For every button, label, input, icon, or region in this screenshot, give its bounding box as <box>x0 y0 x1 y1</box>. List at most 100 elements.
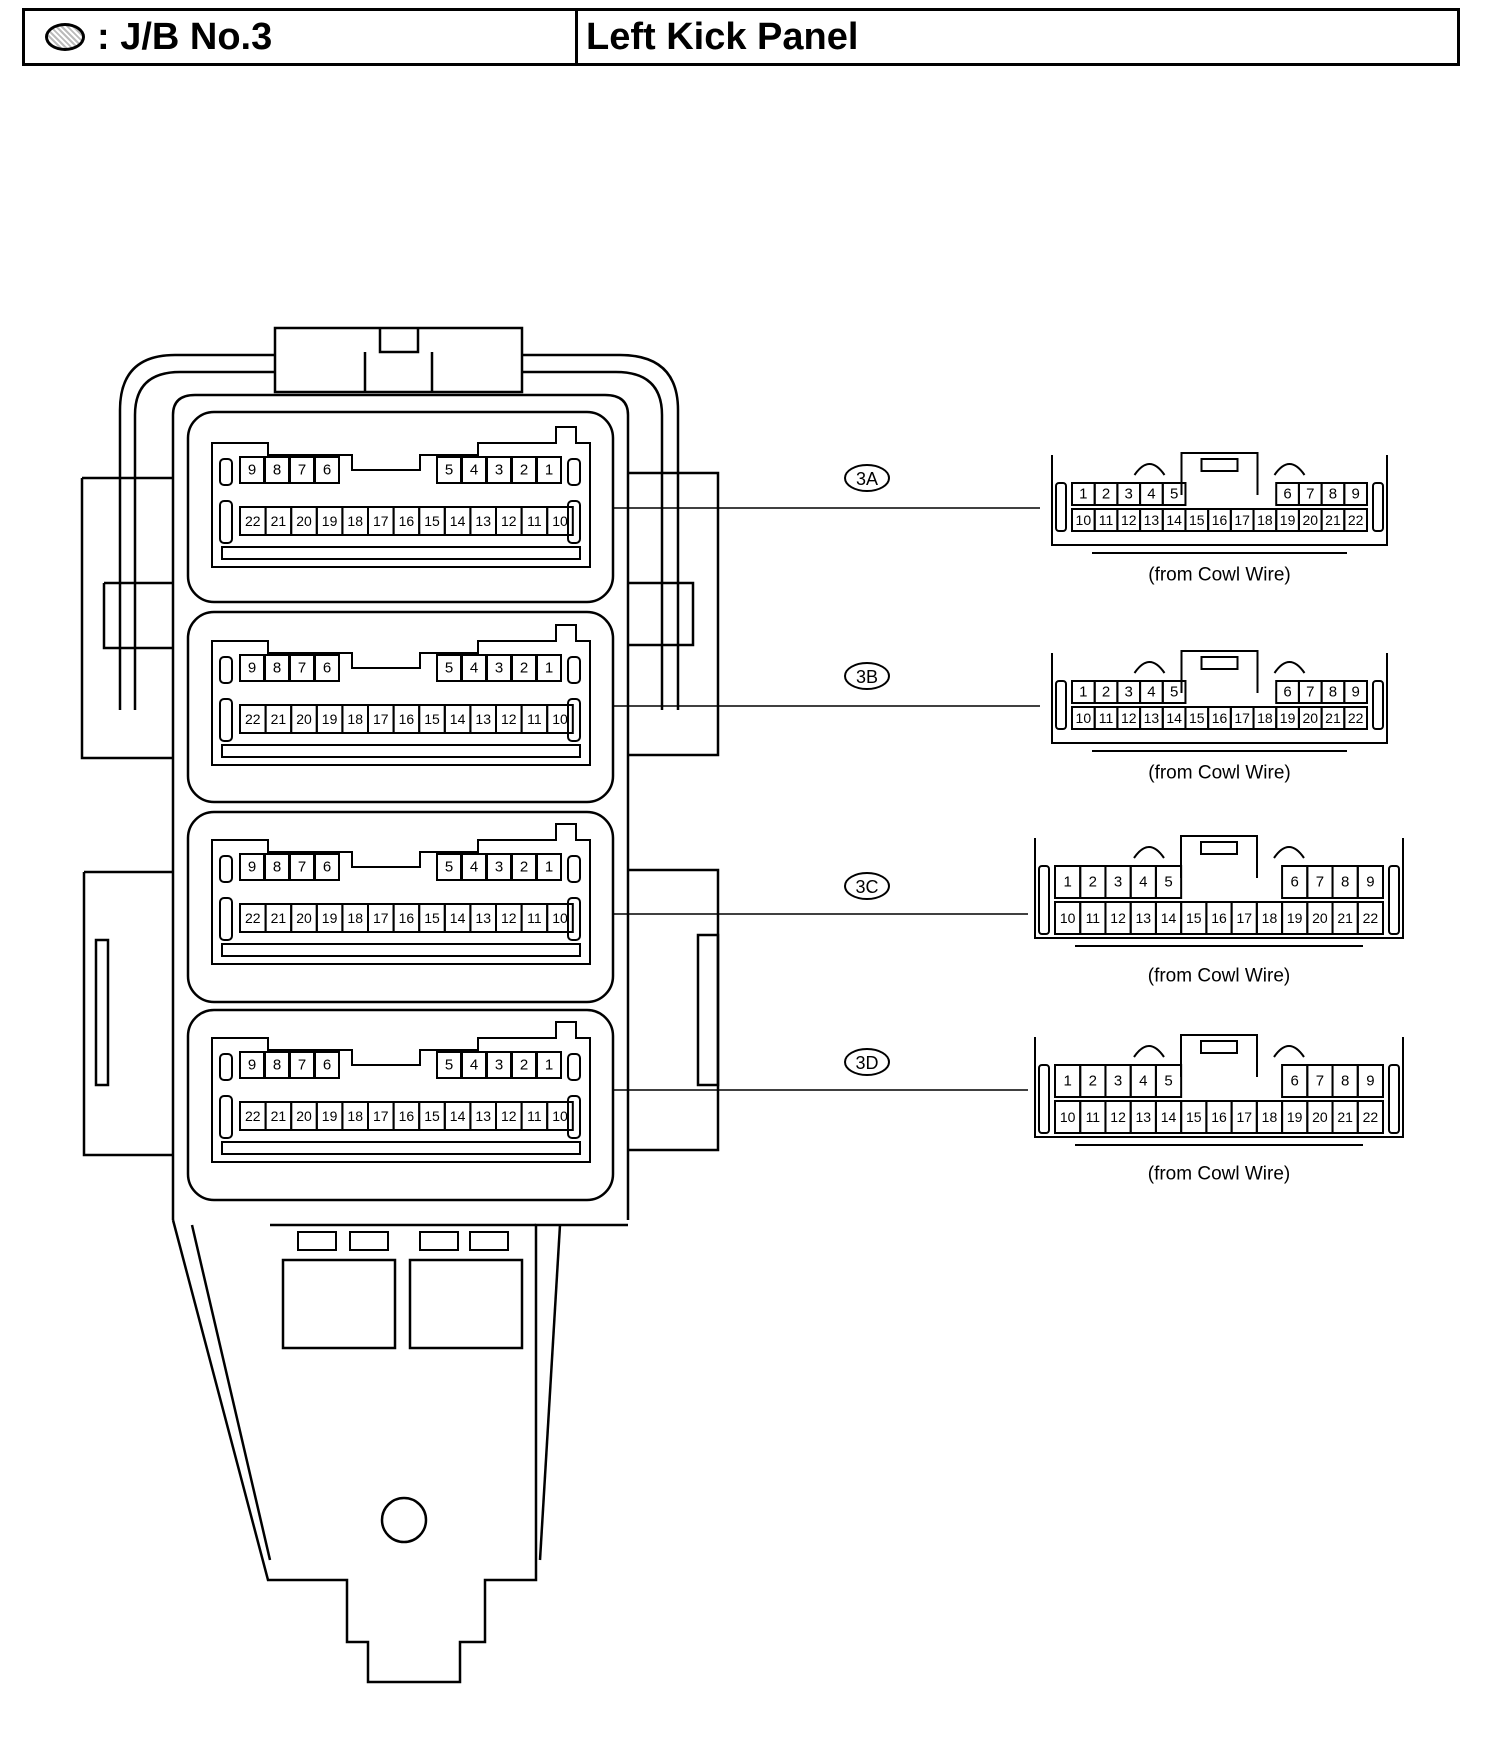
pin-label: 1 <box>545 660 553 677</box>
pin-cell <box>1161 482 1187 506</box>
pin-label: 5 <box>445 462 453 479</box>
pin-label: 2 <box>520 660 528 677</box>
pin-label: 11 <box>1099 710 1114 726</box>
pin-label: 8 <box>273 462 281 479</box>
housing-outline <box>696 933 720 1087</box>
pin-label: 10 <box>1076 710 1092 726</box>
pin-label: 7 <box>298 1057 306 1074</box>
pin-cell <box>1343 680 1369 704</box>
socket-lip <box>221 546 581 560</box>
housing-outline <box>628 581 695 647</box>
pin-label: 20 <box>296 910 312 926</box>
connector-ridge <box>1133 661 1306 674</box>
pin-label: 21 <box>271 1108 287 1124</box>
pin-label: 13 <box>475 1108 491 1124</box>
pin-label: 11 <box>527 711 542 727</box>
pin-label: 15 <box>424 910 440 926</box>
pin-label: 15 <box>1189 512 1205 528</box>
pin-label: 6 <box>323 660 331 677</box>
pin-label: 20 <box>1302 512 1318 528</box>
housing-outline <box>102 581 173 650</box>
latch <box>1388 1064 1400 1134</box>
pin-label: 12 <box>1121 710 1137 726</box>
connector-id: 3B <box>856 667 878 687</box>
pin-label: 22 <box>245 711 261 727</box>
pin-label: 8 <box>1341 874 1349 891</box>
pin-label: 16 <box>399 1108 415 1124</box>
pin-label: 11 <box>527 910 542 926</box>
mounting-hole <box>380 1496 428 1544</box>
socket-lip <box>221 943 581 957</box>
latch <box>567 897 581 941</box>
pin-label: 15 <box>424 711 440 727</box>
pin-label: 17 <box>373 711 389 727</box>
pin-label: 12 <box>501 711 517 727</box>
pin-label: 8 <box>1341 1073 1349 1090</box>
pin-label: 20 <box>296 513 312 529</box>
pin-label: 14 <box>1166 512 1182 528</box>
socket-outline <box>211 823 591 965</box>
pin-label: 10 <box>552 711 568 727</box>
pin-label: 15 <box>424 513 440 529</box>
pin-label: 22 <box>1363 910 1379 926</box>
socket-bay <box>186 1008 615 1202</box>
pin-label: 16 <box>399 513 415 529</box>
pin-label: 2 <box>1089 1073 1097 1090</box>
pin-label: 14 <box>450 910 466 926</box>
pin-label: 4 <box>1139 874 1147 891</box>
socket-bay <box>186 410 615 604</box>
pin-label: 2 <box>520 1057 528 1074</box>
pin-label: 18 <box>347 1108 363 1124</box>
pin-label: 7 <box>1306 486 1314 503</box>
socket-outline <box>211 426 591 568</box>
pin-label: 5 <box>1170 684 1178 701</box>
pin-label: 12 <box>1110 910 1126 926</box>
lock-tab <box>1200 458 1239 472</box>
pin-label: 14 <box>1166 710 1182 726</box>
lock-tab <box>1200 656 1239 670</box>
pin-cell <box>1154 865 1183 899</box>
pin-label: 11 <box>527 1108 542 1124</box>
pin-label: 19 <box>322 1108 338 1124</box>
socket-lip <box>221 744 581 758</box>
connector-outline <box>1034 838 1404 939</box>
pin-label: 1 <box>1079 486 1087 503</box>
pin-cell <box>536 456 562 484</box>
connector-ridge <box>1133 1045 1305 1058</box>
pin-label: 19 <box>322 711 338 727</box>
pin-label: 8 <box>1329 486 1337 503</box>
pin-label: 21 <box>1325 512 1341 528</box>
pin-label: 3 <box>495 660 503 677</box>
location-cell: Left Kick Panel <box>578 11 1457 63</box>
pin-label: 21 <box>271 711 287 727</box>
pin-label: 16 <box>1212 512 1228 528</box>
latch <box>567 1095 581 1139</box>
pin-label: 8 <box>273 660 281 677</box>
pin-label: 8 <box>273 1057 281 1074</box>
pin-cell <box>314 654 340 682</box>
pin-cell <box>536 654 562 682</box>
junction-block-body <box>80 326 720 1684</box>
pin-label: 9 <box>248 859 256 876</box>
connector-lock <box>1180 650 1259 693</box>
pin-label: 18 <box>347 711 363 727</box>
housing-outline <box>133 370 664 710</box>
connector-ridge <box>1133 846 1305 859</box>
pin-label: 3 <box>1114 874 1122 891</box>
pin-label: 14 <box>450 711 466 727</box>
pin-label: 10 <box>1060 910 1076 926</box>
pin-label: 5 <box>1170 486 1178 503</box>
connector-outline <box>1034 1037 1404 1138</box>
pin-label: 21 <box>1325 710 1341 726</box>
pin-label: 17 <box>1236 910 1252 926</box>
pin-label: 17 <box>1234 710 1250 726</box>
pin-label: 5 <box>445 660 453 677</box>
pin-label: 19 <box>322 513 338 529</box>
latch <box>567 1053 581 1081</box>
pin-label: 19 <box>322 910 338 926</box>
pin-label: 10 <box>552 910 568 926</box>
pin-label: 19 <box>1287 910 1303 926</box>
